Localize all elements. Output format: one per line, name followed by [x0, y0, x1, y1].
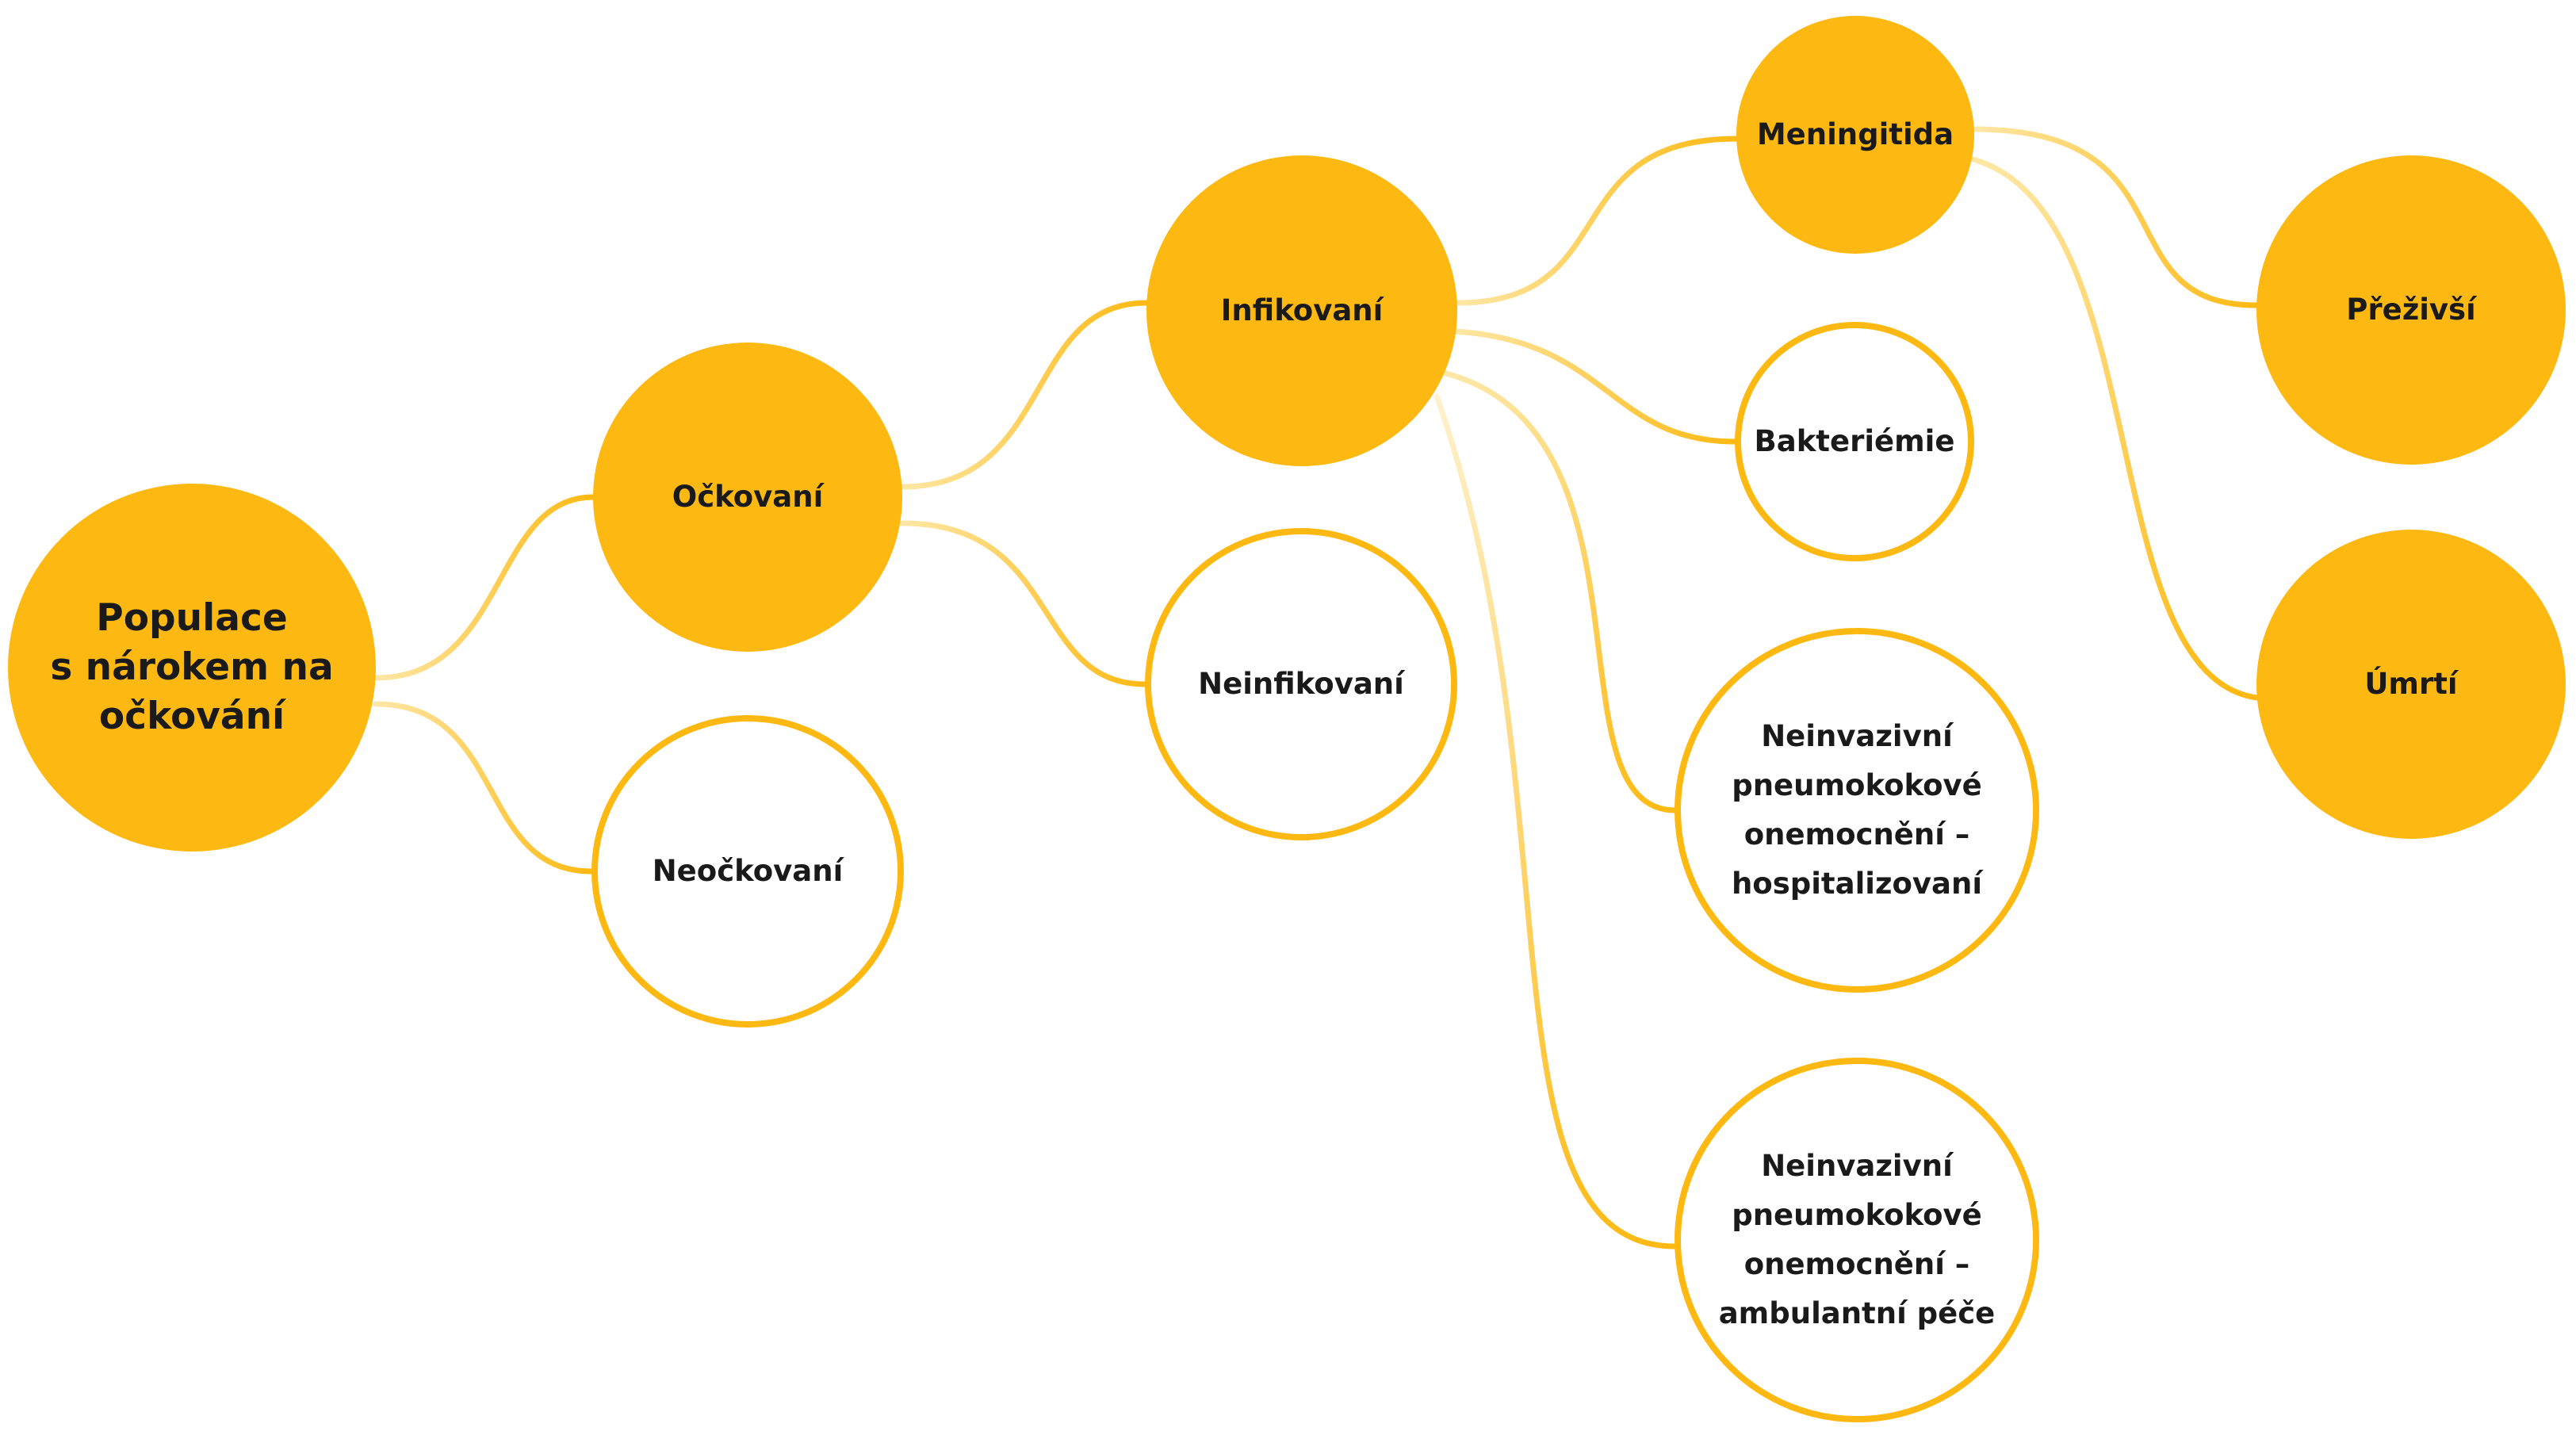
edge-infikovani-ambulantni: [1433, 393, 1678, 1250]
node-label: Bakteriémie: [1754, 424, 1955, 458]
node-neinvazivni-ambulantni-pece: Neinvazivní pneumokokové onemocnění – am…: [1675, 1058, 2039, 1422]
node-meningitida: Meningitida: [1736, 16, 1974, 254]
node-label: Neinvazivní pneumokokové onemocnění – ho…: [1731, 719, 1983, 901]
edge-infikovani-hospitalizovani: [1440, 369, 1678, 813]
edge-infikovani-bakteriemie: [1452, 328, 1738, 445]
node-label: Neinfikovaní: [1198, 667, 1404, 701]
edge-meningitida-prezivsi: [1971, 126, 2260, 308]
node-label: Populace s nárokem na očkování: [50, 596, 334, 738]
node-label: Očkovaní: [672, 480, 824, 514]
edge-meningitida-umrti: [1967, 155, 2260, 701]
node-label: Úmrtí: [2364, 667, 2458, 701]
node-infikovani: Infikovaní: [1146, 155, 1457, 466]
node-populace-s-narokem-na-ockovani: Populace s nárokem na očkování: [8, 484, 376, 852]
node-neinfikovani: Neinfikovaní: [1145, 528, 1457, 840]
node-umrti: Úmrtí: [2256, 530, 2566, 839]
node-prezivsi: Přeživší: [2256, 155, 2566, 465]
node-label: Neočkovaní: [652, 854, 844, 888]
edge-ockovani-infikovani: [899, 300, 1150, 490]
node-label: Infikovaní: [1220, 293, 1384, 327]
node-neinvazivni-hospitalizovani: Neinvazivní pneumokokové onemocnění – ho…: [1675, 628, 2039, 993]
node-neockovani: Neočkovaní: [591, 715, 904, 1028]
node-label: Neinvazivní pneumokokové onemocnění – am…: [1718, 1149, 1996, 1330]
node-label: Přeživší: [2346, 293, 2476, 327]
edge-root-ockovani: [373, 494, 596, 681]
edge-infikovani-meningitida: [1454, 136, 1740, 306]
node-ockovani: Očkovaní: [593, 343, 902, 652]
edge-ockovani-neinfikovani: [899, 520, 1148, 687]
node-label: Meningitida: [1756, 117, 1954, 151]
edge-root-neockovani: [373, 701, 595, 874]
node-bakteriemie: Bakteriémie: [1735, 322, 1974, 561]
